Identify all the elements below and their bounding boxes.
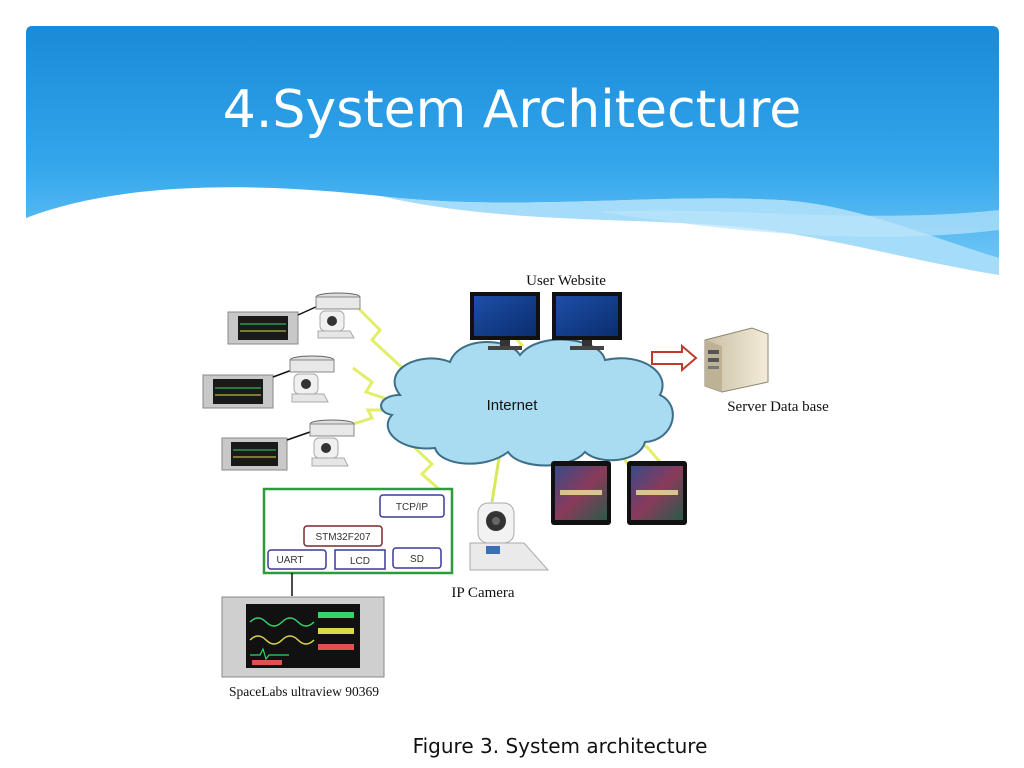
spacelabs-monitor-icon	[221, 596, 385, 678]
tcpip-block	[379, 494, 445, 518]
uart-label: UART	[276, 555, 303, 566]
slide-title: 4.System Architecture	[222, 80, 802, 140]
tablet-icon	[627, 461, 687, 525]
lcd-label: LCD	[350, 556, 370, 567]
patient-monitor-icon	[202, 374, 274, 409]
ip-camera-icon	[469, 502, 550, 571]
camera-icon	[315, 292, 361, 339]
camera-icon	[289, 355, 335, 403]
arrow-icon	[651, 343, 698, 373]
patient-monitor-icon	[221, 437, 288, 471]
tcpip-label: TCP/IP	[396, 502, 429, 513]
tablet-icon	[551, 461, 611, 525]
cable-line	[286, 431, 311, 441]
monitor-icon	[552, 292, 622, 350]
sd-block	[392, 547, 442, 569]
camera-link	[490, 451, 502, 503]
server-icon	[704, 327, 769, 393]
server-label: Server Data base	[727, 399, 829, 415]
lcd-block	[334, 549, 386, 570]
patient-monitor-icon	[227, 311, 299, 345]
camera-icon	[309, 419, 355, 467]
ip-camera-label: IP Camera	[451, 585, 515, 601]
user-website-label: User Website	[526, 273, 606, 289]
spacelabs-label: SpaceLabs ultraview 90369	[229, 684, 379, 699]
monitor-icon	[470, 292, 540, 350]
uart-block	[267, 549, 327, 570]
mcu-block	[303, 525, 383, 547]
internet-label: Internet	[487, 397, 539, 414]
figure-caption: Figure 3. System architecture	[412, 734, 708, 758]
cable-line	[297, 305, 319, 316]
mcu-label: STM32F207	[315, 532, 370, 543]
header-band	[26, 26, 999, 275]
internet-cloud	[380, 338, 674, 467]
sd-label: SD	[410, 554, 424, 565]
cable-line	[272, 369, 293, 378]
